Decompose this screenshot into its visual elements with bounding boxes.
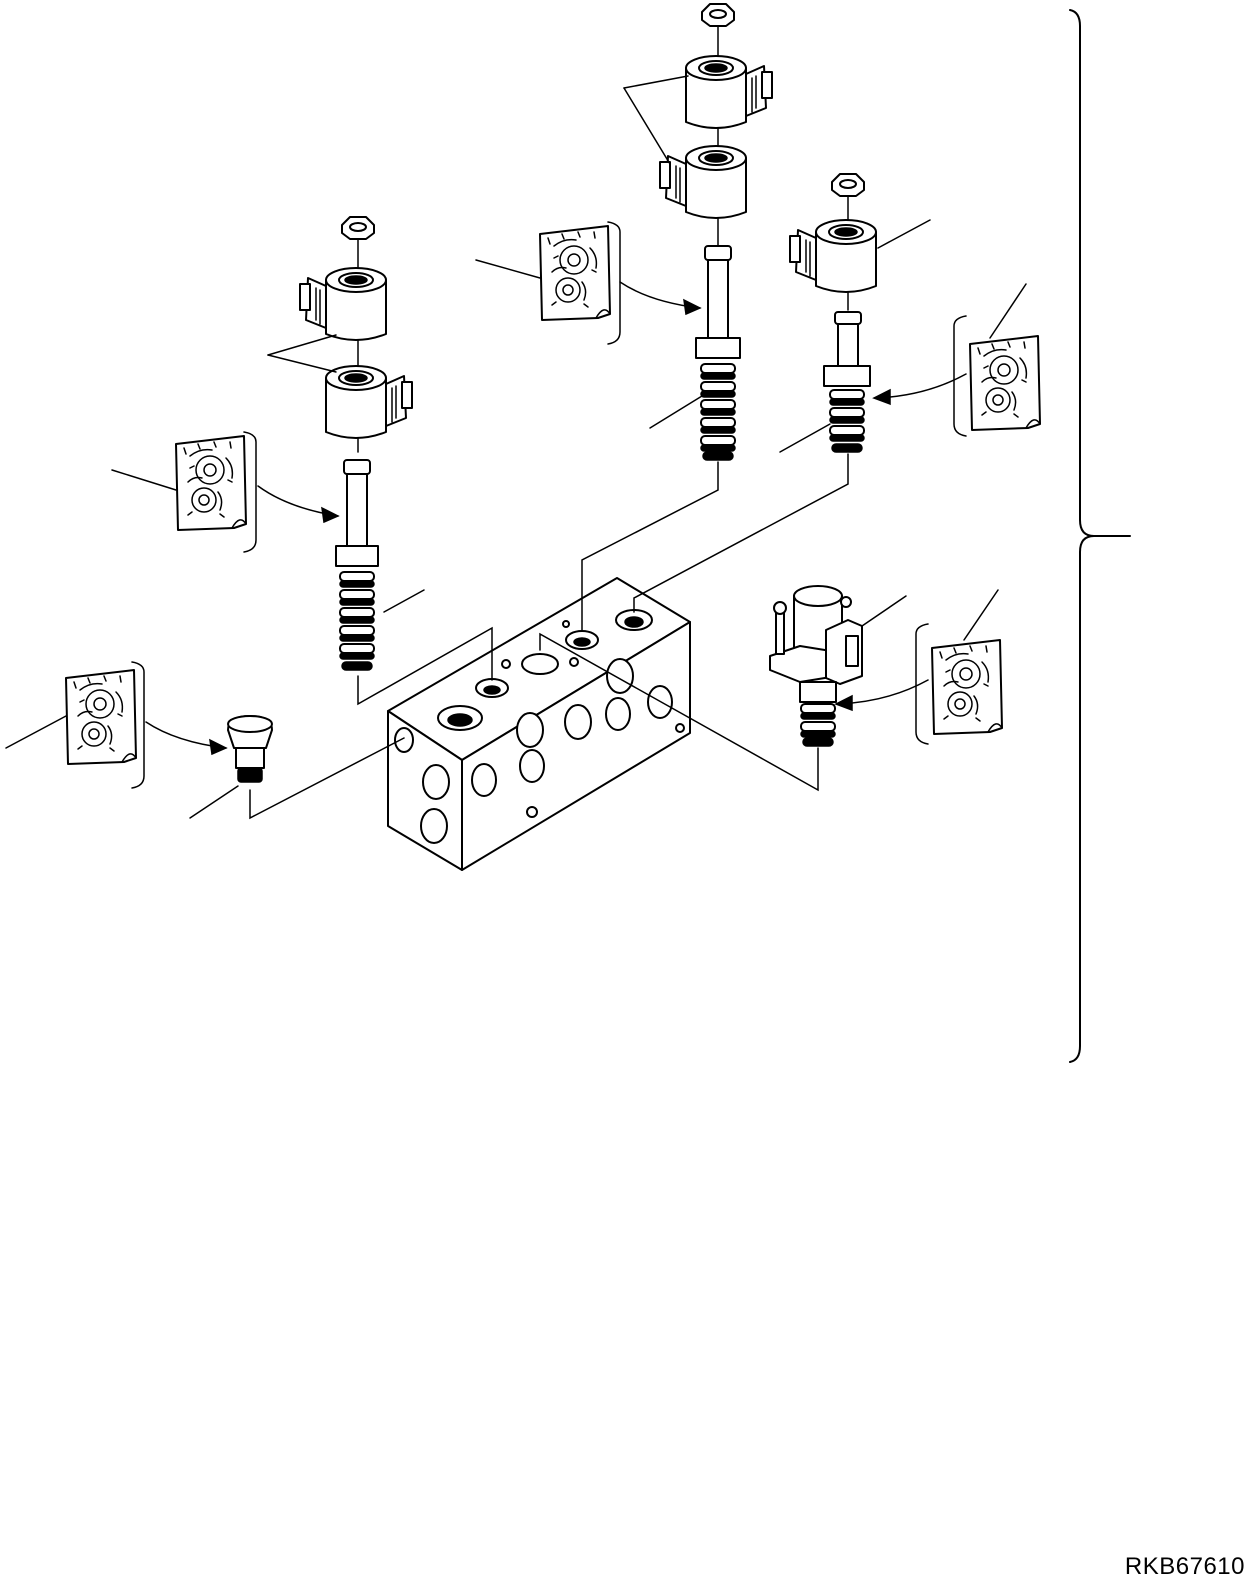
solenoid-valve-left [267,216,493,706]
solenoid-valve-right [633,173,931,613]
valve-manifold-block [387,577,691,871]
torque-spec-icon [834,589,1003,745]
solenoid-valve-center [581,3,773,631]
torque-spec-icon [111,431,340,553]
drawing-code: RKB67610 [1124,1553,1245,1580]
plug [189,715,405,820]
torque-spec-icon [872,283,1041,437]
assembly-brace [1069,9,1131,1063]
torque-spec-icon [5,661,228,789]
pressure-sensor-valve [539,585,907,792]
torque-spec-icon [475,221,702,345]
